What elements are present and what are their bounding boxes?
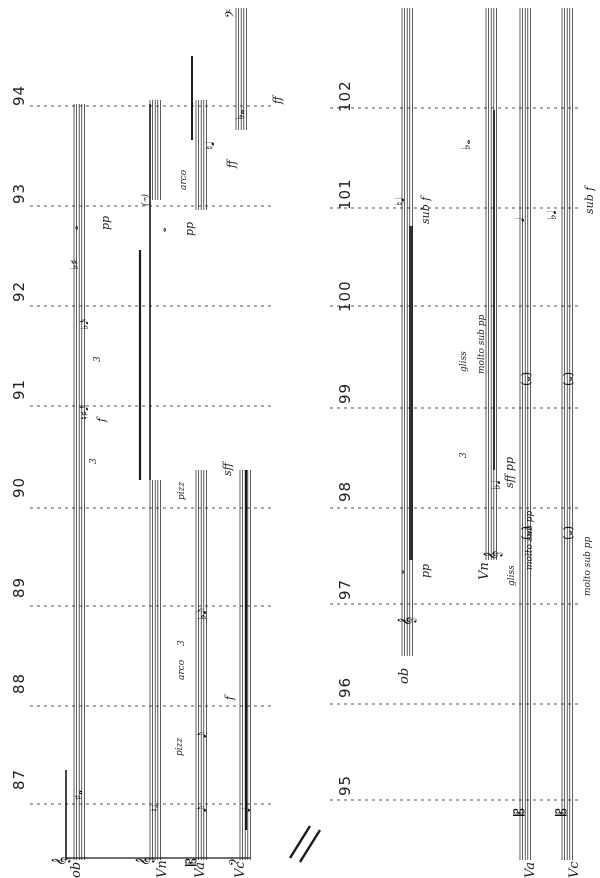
marking-dynamic-ff-2: ff [271,96,284,104]
marking-dynamic-pp: pp [99,215,112,230]
marking-triplet-3: 3 [93,356,103,362]
clef-treble: 𝄞 [135,857,155,866]
measure-number-94: 94 [10,84,28,106]
marking-fermata: (𝄐) [141,193,151,206]
measure-number-98: 98 [336,480,354,502]
notehead-violin: ♭𝅝 [459,139,473,150]
marking-molto-sub-pp-va: molto sub pp [525,510,535,570]
notehead-oboe: 𝅝 [68,226,81,230]
marking-triplet-2: 3 [89,458,99,464]
notehead-oboe: ♭♯ [68,259,81,270]
notehead-oboe: ♮𝅘𝅥 [393,198,407,206]
measure-number-95: 95 [336,774,354,796]
marking-gliss-vn: gliss [459,351,469,372]
measure-number-92: 92 [10,280,28,302]
notehead-oboe: ♭𝅘𝅥𝅯 [78,319,91,330]
notehead-viola: ♮𝅘𝅥 [203,142,217,150]
clef-alto: 𝄡 [184,858,200,866]
marking-triplet: 3 [177,640,187,646]
measure-number-96: 96 [336,676,354,698]
marking-arco-2: arco [179,169,189,190]
note-glyphs: ♯𝅝 ♮𝅗𝅥 𝅘𝅥𝅮 𝅘𝅥 𝅘𝅥𝅮 ♭𝅘𝅥𝅮 ♮♯𝅘𝅥𝅯 ♭𝅘𝅥𝅯 ♭♯ 𝅝 𝅝 ♮𝅘𝅥 ♭𝅝 𝄢 𝄞 𝅝 𝄞 ♭… [51,9,575,866]
clef-bass: 𝄢 [228,857,244,866]
clef-bass: 𝄢 [224,9,240,18]
staff-lines [30,8,580,863]
measure-number-93: 93 [10,182,28,204]
notehead-oboe: ♮♯𝅘𝅥𝅯 [78,405,91,420]
notehead-cello: 𝅘𝅥 [239,808,253,812]
section-separator [298,829,322,863]
marking-pizz: pizz [175,737,185,756]
marking-dynamic-pp-ob: pp [419,563,432,578]
marking-dynamic-sff: sff [221,462,234,476]
notehead-violin: ♭𝅘𝅥 [489,480,503,490]
measure-number-97: 97 [336,578,354,600]
notehead-viola: 𝅘𝅥 [513,218,527,222]
notehead-oboe: 𝅝 [396,570,407,574]
notehead-cello: (𝅝) [561,526,575,540]
notehead-viola: 𝅘𝅥𝅮 [195,732,209,738]
clef-alto: 𝄡 [512,808,528,816]
measure-number-89: 89 [10,576,28,598]
measure-number-100: 100 [336,280,354,312]
instrument-label-oboe: ob [69,861,84,878]
measure-number-99: 99 [336,382,354,404]
instrument-label-viola-2: Va [523,862,538,878]
notehead-cello: ♭𝅘𝅥 [545,210,559,220]
measure-number-87: 87 [10,768,28,790]
marking-pizz-2: pizz [177,481,187,500]
measure-number-90: 90 [10,476,28,498]
instrument-label-oboe-2: ob [397,667,412,684]
measure-number-88: 88 [10,672,28,694]
instrument-label-violin-2: Vn [477,562,492,580]
marking-dynamic-pp-2: pp [183,221,196,236]
marking-dynamic-ff: ff [225,160,238,168]
notehead-oboe: ♯𝅝 [72,790,85,800]
notehead-violin: 𝅝 [156,228,169,232]
marking-sub-f-vc: sub f [583,186,596,214]
notehead-violin: ♮𝅗𝅥 [148,804,161,812]
notehead-viola: (𝅝) [519,372,533,386]
notehead-cello: ♭𝅝 [233,109,247,120]
marking-dynamic-f: f [223,695,236,700]
marking-gliss-va: gliss [507,565,517,586]
instrument-label-cello-2: Vc [567,861,582,878]
marking-arco: arco [177,659,187,680]
marking-dynamic-sff-pp: sff pp [503,456,516,488]
measure-number-101: 101 [336,178,354,210]
marking-molto-sub-pp-vn: molto sub pp [477,314,487,374]
measure-number-102: 102 [336,80,354,112]
clef-treble: 𝄞 [397,617,417,626]
measure-number-91: 91 [10,378,28,400]
clef-treble: 𝄞 [483,551,503,560]
marking-sub-f-ob: sub f [419,196,432,224]
marking-triplet-vn: 3 [459,452,469,458]
section-separator [288,825,312,859]
notehead-viola: 𝅘𝅥𝅮 [195,806,209,812]
notehead-viola: (𝅝) [519,526,533,540]
clef-treble: 𝄞 [51,857,71,866]
marking-molto-sub-pp-vc: molto sub pp [583,536,593,596]
instrument-label-violin: Vn [155,860,170,878]
instrument-label-cello: Vc [233,861,248,878]
notehead-viola: ♭𝅘𝅥𝅮 [195,608,209,620]
notehead-cello: (𝅝) [561,372,575,386]
clef-alto: 𝄡 [554,808,570,816]
marking-dynamic-f-2: f [95,417,108,422]
instrument-label-viola: Va [193,862,208,878]
